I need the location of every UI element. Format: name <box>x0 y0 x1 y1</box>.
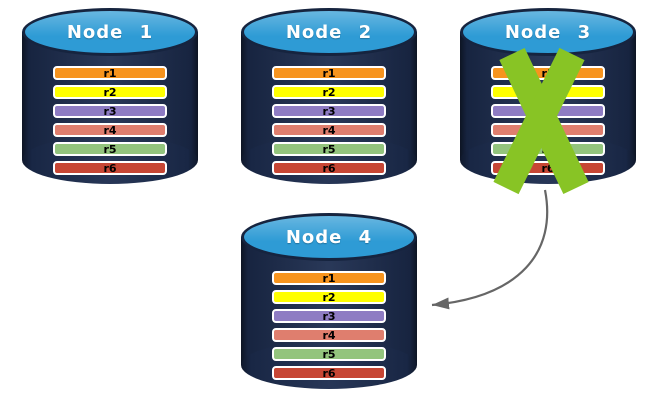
replica-label: r2 <box>322 85 336 99</box>
replica-label: r4 <box>541 123 555 137</box>
replica-label: r1 <box>322 66 336 80</box>
replica-bar-r6: r6 <box>53 161 167 175</box>
replica-label: r6 <box>322 161 336 175</box>
replica-bar-r2: r2 <box>53 85 167 99</box>
replica-bar-r4: r4 <box>272 328 386 342</box>
replica-bar-r6: r6 <box>272 161 386 175</box>
replica-bar-r5: r5 <box>491 142 605 156</box>
replica-list: r1 r2 r3 r4 r5 r6 <box>272 271 386 380</box>
cylinder-top: Node 4 <box>241 213 417 261</box>
replica-label: r5 <box>322 142 336 156</box>
replica-bar-r5: r5 <box>272 347 386 361</box>
replica-label: r2 <box>103 85 117 99</box>
replica-label: r2 <box>541 85 555 99</box>
replica-bar-r5: r5 <box>53 142 167 156</box>
replica-label: r3 <box>322 309 336 323</box>
replica-label: r1 <box>541 66 555 80</box>
node-4: r1 r2 r3 r4 r5 r6 Node 4 <box>241 213 417 389</box>
replica-bar-r6: r6 <box>272 366 386 380</box>
replica-bar-r2: r2 <box>272 290 386 304</box>
replica-label: r3 <box>103 104 117 118</box>
replica-label: r5 <box>103 142 117 156</box>
cylinder-top: Node 3 <box>460 8 636 56</box>
replica-bar-r6: r6 <box>491 161 605 175</box>
replica-label: r1 <box>103 66 117 80</box>
replica-bar-r3: r3 <box>491 104 605 118</box>
replica-bar-r4: r4 <box>272 123 386 137</box>
replica-bar-r1: r1 <box>272 66 386 80</box>
cylinder-top: Node 1 <box>22 8 198 56</box>
node-title: Node 2 <box>285 21 373 43</box>
replica-bar-r4: r4 <box>491 123 605 137</box>
replica-bar-r1: r1 <box>491 66 605 80</box>
replica-bar-r3: r3 <box>53 104 167 118</box>
node-title: Node 4 <box>285 226 373 248</box>
replica-label: r4 <box>322 328 336 342</box>
replica-bar-r3: r3 <box>272 309 386 323</box>
arrow-path <box>431 189 549 310</box>
replica-list: r1 r2 r3 r4 r5 r6 <box>491 66 605 175</box>
replica-label: r5 <box>322 347 336 361</box>
replica-label: r2 <box>322 290 336 304</box>
replica-label: r1 <box>322 271 336 285</box>
node-1: r1 r2 r3 r4 r5 r6 Node 1 <box>22 8 198 184</box>
replica-list: r1 r2 r3 r4 r5 r6 <box>53 66 167 175</box>
node-title: Node 3 <box>504 21 592 43</box>
replica-label: r6 <box>322 366 336 380</box>
replica-label: r6 <box>103 161 117 175</box>
replica-bar-r2: r2 <box>272 85 386 99</box>
node-2: r1 r2 r3 r4 r5 r6 Node 2 <box>241 8 417 184</box>
cylinder-top: Node 2 <box>241 8 417 56</box>
replica-label: r3 <box>322 104 336 118</box>
replica-bar-r2: r2 <box>491 85 605 99</box>
replica-bar-r5: r5 <box>272 142 386 156</box>
replica-bar-r1: r1 <box>272 271 386 285</box>
replica-label: r5 <box>541 142 555 156</box>
node-title: Node 1 <box>66 21 154 43</box>
replica-bar-r4: r4 <box>53 123 167 137</box>
node-3: r1 r2 r3 r4 r5 r6 Node 3 <box>460 8 636 195</box>
replica-label: r3 <box>541 104 555 118</box>
replica-bar-r3: r3 <box>272 104 386 118</box>
replica-label: r6 <box>541 161 555 175</box>
replica-label: r4 <box>103 123 117 137</box>
replica-list: r1 r2 r3 r4 r5 r6 <box>272 66 386 175</box>
cylinder-bottom <box>241 136 417 184</box>
replica-label: r4 <box>322 123 336 137</box>
replica-bar-r1: r1 <box>53 66 167 80</box>
